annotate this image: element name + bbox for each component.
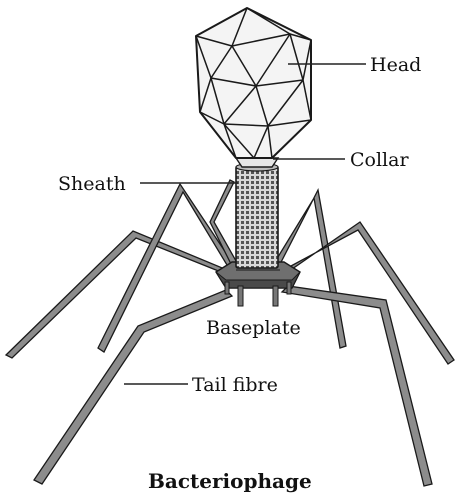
diagram-title: Bacteriophage [148,469,312,493]
baseplate-label: Baseplate [206,317,301,339]
sheath [236,163,278,268]
tail-fibre-left-outer [6,231,232,358]
baseplate-pin [225,282,229,294]
baseplate-pin [287,282,291,294]
head-label: Head [370,54,421,76]
collar [236,158,278,167]
tail-fibre-label: Tail fibre [192,374,278,396]
collar-label: Collar [350,149,409,171]
baseplate-pin [238,286,243,306]
tail-fibre-right-front [282,286,432,486]
sheath-label: Sheath [58,173,126,195]
baseplate-pin [273,286,278,306]
head [196,8,311,158]
